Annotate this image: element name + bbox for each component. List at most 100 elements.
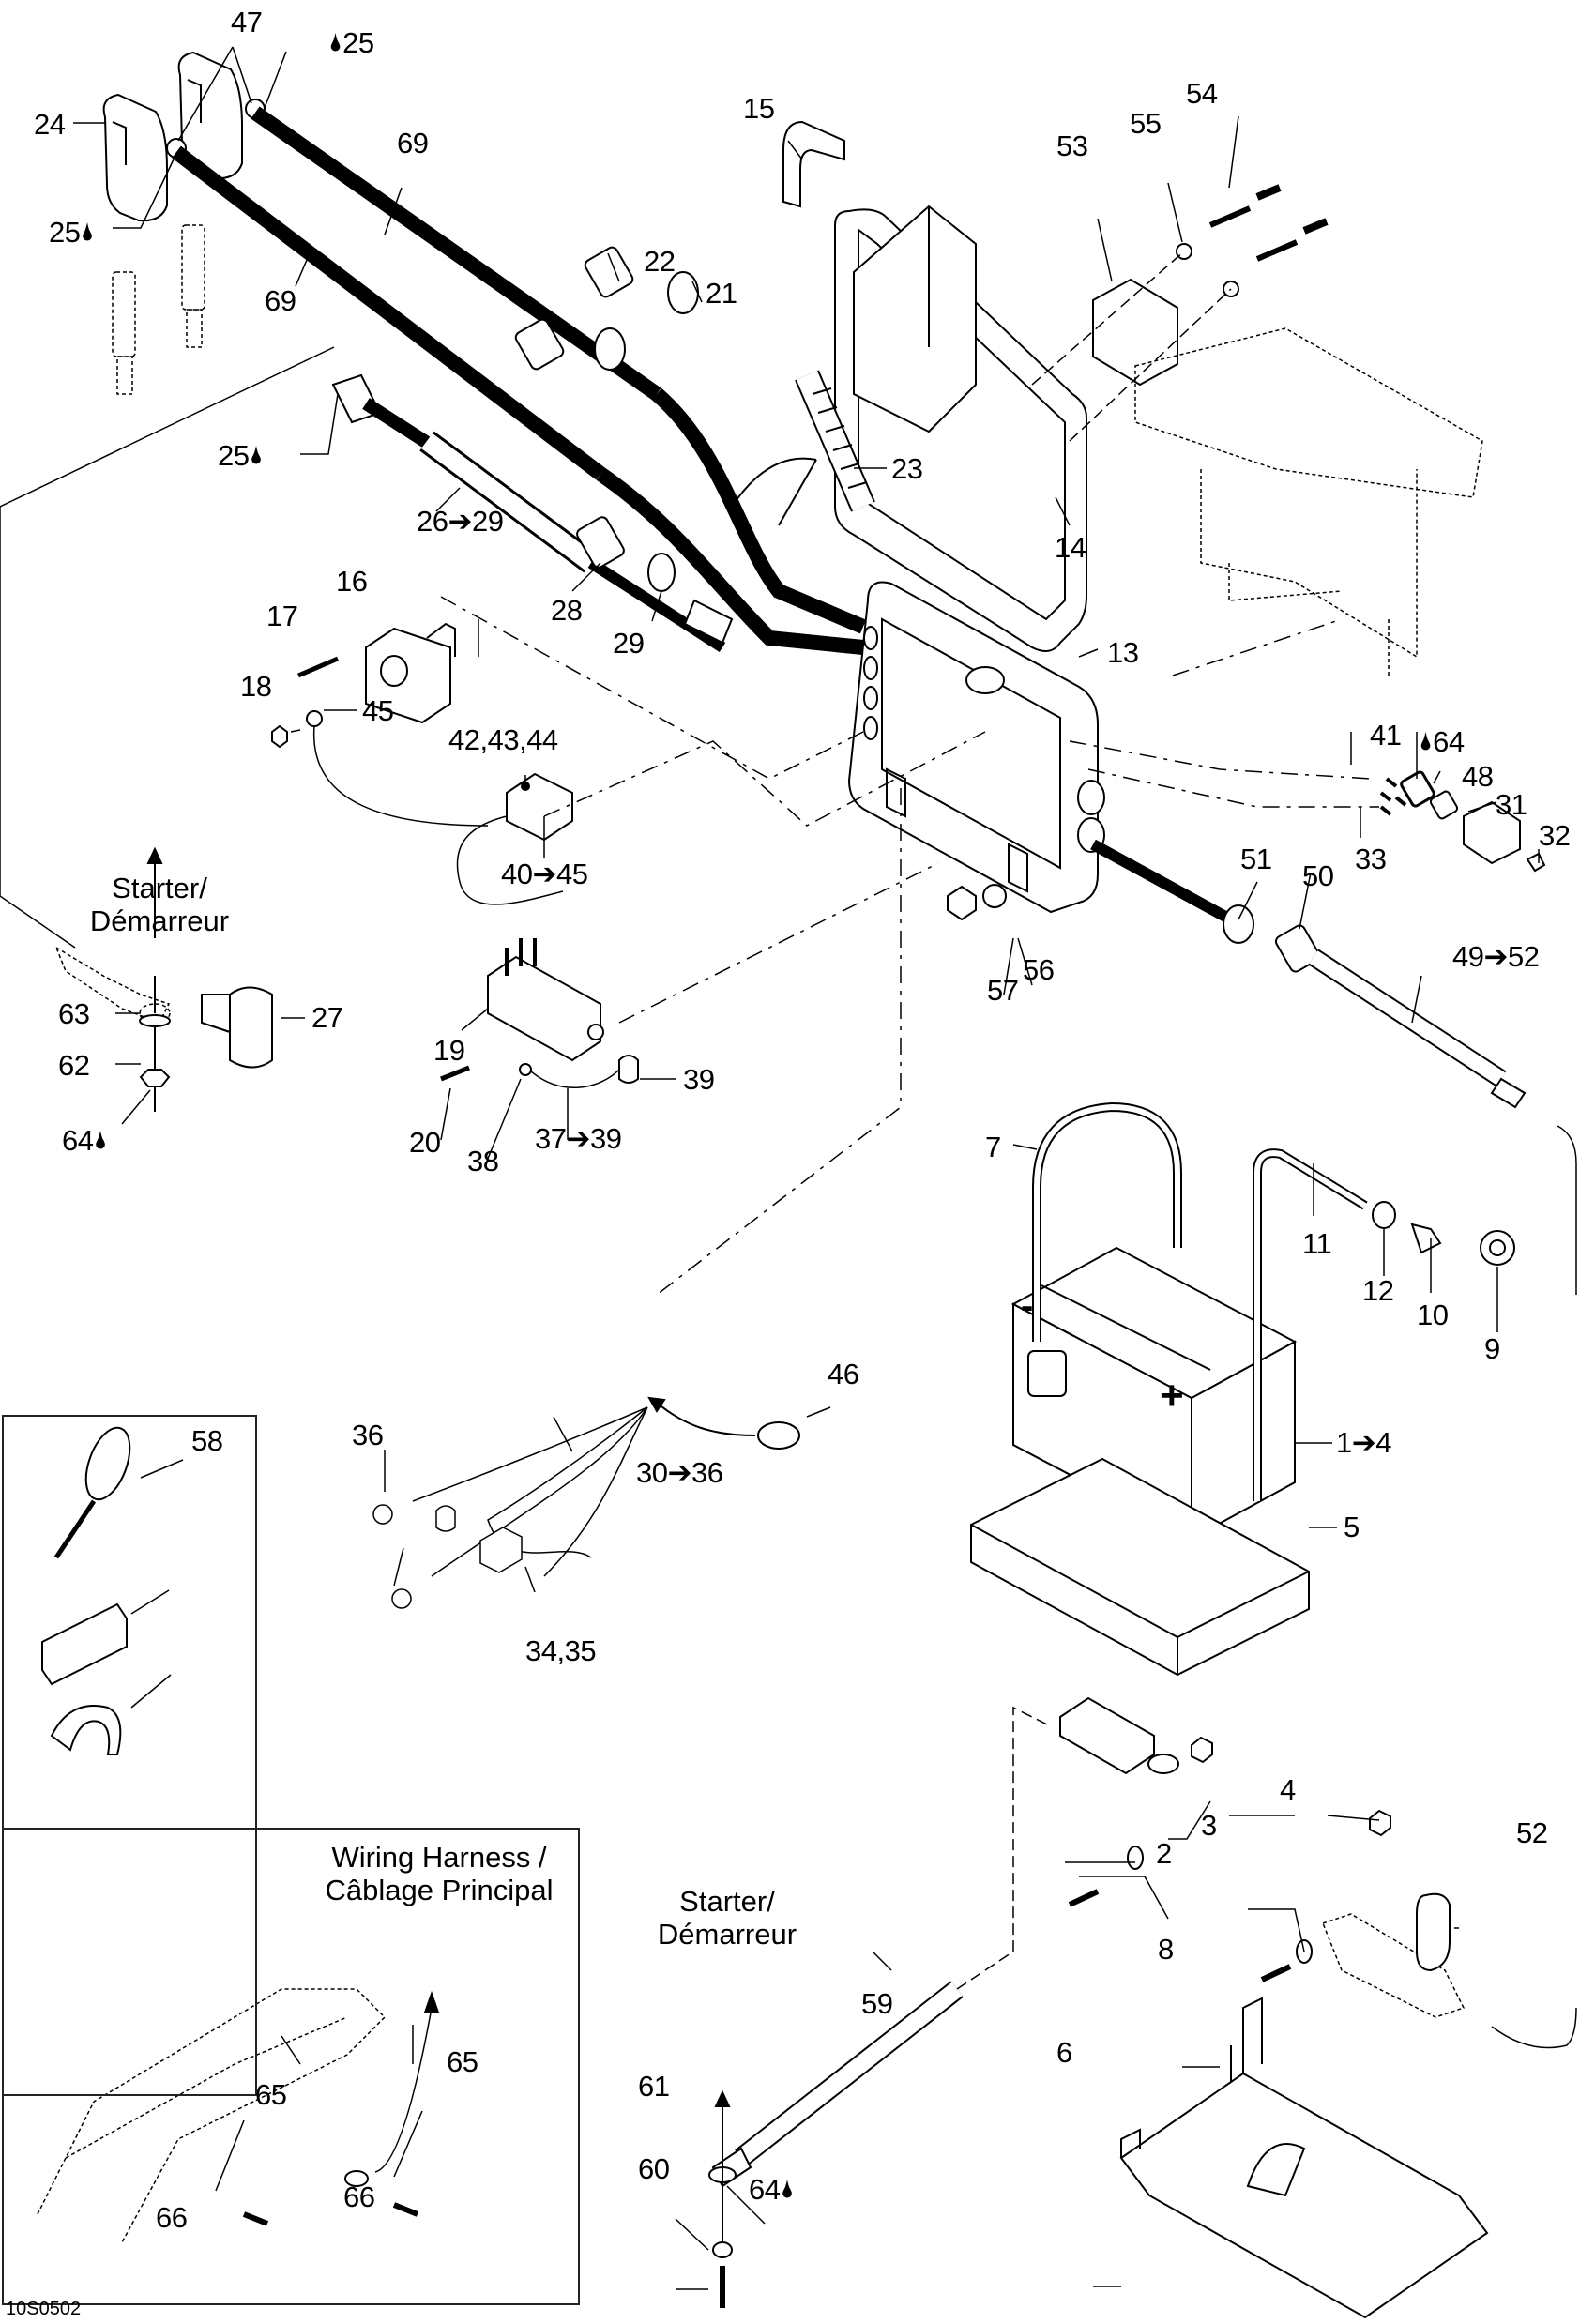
bolt-2-a [1068, 1889, 1100, 1907]
callout-32: 32 [1539, 819, 1571, 852]
nut-4-b [1369, 1809, 1391, 1837]
torque-drop-icon: 🌢 [328, 28, 343, 56]
callout-52: 52 [1516, 1816, 1548, 1849]
ignition-coil-19 [487, 938, 604, 1062]
inset-clips-box [2, 1415, 257, 2096]
grommet-21-a [667, 271, 699, 314]
clamp-12 [1372, 1201, 1396, 1229]
callout-29: 29 [613, 627, 645, 660]
callout-41: 41 [1370, 719, 1402, 752]
terminal-harness [344, 2170, 369, 2187]
callout-62: 62 [58, 1049, 90, 1082]
nut-62 [139, 1069, 171, 1087]
note-wiring-harness: Wiring Harness /Câblage Principal [325, 1841, 554, 1906]
vent-tube-11 [1253, 1148, 1368, 1501]
callout-38: 38 [467, 1145, 499, 1177]
callout-57: 57 [987, 974, 1019, 1007]
screws-54 [1208, 184, 1329, 262]
callout-25-top: 🌢25 [328, 26, 374, 59]
strap-7 [1027, 1101, 1182, 1397]
cable-tie-58 [53, 1426, 131, 1559]
callout-22: 22 [644, 245, 676, 278]
callout-46: 46 [828, 1358, 859, 1390]
callout-13: 13 [1107, 636, 1139, 669]
callout-8: 8 [1158, 1933, 1174, 1966]
nut-18 [271, 724, 288, 749]
harness-30-36 [372, 1406, 648, 1609]
callout-54: 54 [1186, 77, 1218, 110]
washer-56 [982, 884, 1007, 908]
connector-40-45 [506, 772, 573, 842]
drawing-code: 10S0502 [6, 2299, 82, 2319]
washer-61 [712, 2241, 733, 2258]
callout-60: 60 [638, 2152, 670, 2185]
callout-12: 12 [1362, 1274, 1394, 1307]
starter-cable-26-29 [331, 373, 734, 653]
callout-39: 39 [683, 1063, 715, 1096]
fitting-10 [1410, 1223, 1442, 1254]
torque-drop-icon: 🌢 [93, 1126, 108, 1154]
bolt-20 [440, 1065, 470, 1082]
note-starter-bottom: Starter/Démarreur [657, 1885, 798, 1951]
callout-14: 14 [1055, 531, 1086, 564]
bracket-53 [1092, 278, 1178, 387]
callout-56: 56 [1023, 953, 1055, 986]
spiral-wrap-23 [795, 370, 875, 512]
callout-25-left: 25🌢 [49, 216, 95, 249]
callout-37-39: 37➔39 [535, 1122, 622, 1155]
nut-4-a [1191, 1736, 1213, 1764]
washer-3-a [1127, 1846, 1144, 1870]
pins-41-33 [1379, 777, 1407, 816]
washer-63 [139, 1014, 171, 1027]
callout-11: 11 [1302, 1227, 1332, 1260]
callout-18: 18 [240, 670, 272, 703]
callout-36: 36 [352, 1419, 384, 1451]
boot-27 [229, 986, 273, 1069]
callout-19: 19 [433, 1034, 465, 1067]
cap-39 [618, 1055, 639, 1084]
nut-57 [947, 885, 977, 921]
callout-23: 23 [891, 452, 923, 485]
torque-drop-icon: 🌢 [780, 2175, 795, 2203]
ht-cable-69-upper [251, 106, 661, 401]
callout-31: 31 [1496, 788, 1527, 821]
callout-1-4: 1➔4 [1336, 1426, 1391, 1459]
ring-terminal-45 [306, 710, 323, 727]
wedge-32 [1526, 852, 1546, 873]
bolt-17 [297, 656, 339, 678]
callout-34-35: 34,35 [525, 1634, 597, 1667]
starter-cable-59 [708, 1981, 964, 2188]
nut-22-b [514, 318, 565, 371]
mounting-bracket-ghost [1134, 327, 1483, 676]
clip-15 [782, 120, 845, 208]
clip-68 [50, 1705, 122, 1755]
ht-cable-69-lower [172, 145, 605, 480]
inset-wiring-harness-box [2, 1828, 580, 2305]
callout-42-44: 42,43,44 [448, 723, 558, 756]
callout-leaders [73, 46, 1540, 2290]
callout-26-29: 26➔29 [417, 505, 504, 538]
battery-terminal-lug [1059, 1696, 1179, 1775]
ignition-cover-14 [834, 205, 1087, 652]
battery-holder-6 [1119, 1997, 1489, 2319]
callout-25-cable: 25🌢 [218, 439, 264, 472]
callout-21: 21 [706, 277, 737, 310]
callout-40-45: 40➔45 [501, 858, 588, 890]
callout-64-bottom: 64🌢 [749, 2173, 795, 2206]
callout-10: 10 [1417, 1299, 1449, 1331]
callout-47: 47 [231, 6, 263, 38]
battery-negative-sign: - [1021, 1285, 1033, 1327]
callout-20: 20 [409, 1126, 441, 1159]
terminal-38 [519, 1063, 532, 1076]
callout-53: 53 [1056, 129, 1088, 162]
spark-plugs-ghost [112, 224, 205, 395]
bolt-65-b [392, 2202, 419, 2217]
callout-27: 27 [311, 1001, 343, 1034]
callout-30-36: 30➔36 [636, 1456, 723, 1489]
callout-55: 55 [1130, 107, 1162, 140]
bolt-2-b [1260, 1964, 1292, 1982]
boot-52 [1416, 1892, 1451, 1972]
callout-66-a: 66 [156, 2201, 188, 2234]
callout-6: 6 [1056, 2036, 1072, 2069]
